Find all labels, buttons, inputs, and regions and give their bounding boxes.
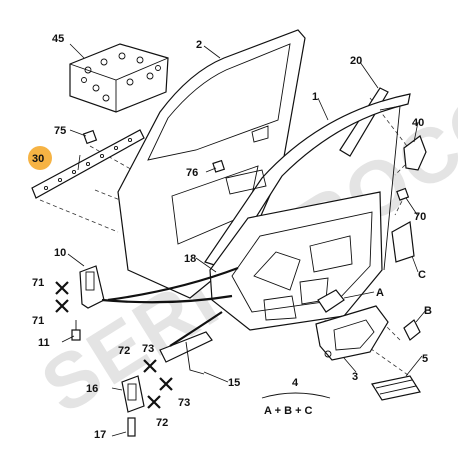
kit-bracket — [261, 392, 331, 399]
highlight-badge — [28, 146, 52, 170]
window-regulator — [315, 305, 389, 361]
callout-b: B — [424, 305, 432, 317]
lock-cover — [403, 135, 427, 171]
callout-73-upper: 73 — [142, 343, 154, 355]
screw-72-upper — [143, 359, 157, 373]
lower-hinge — [121, 375, 145, 413]
callout-40: 40 — [412, 117, 424, 129]
callout-4: 4 — [292, 377, 299, 389]
leader-lines — [61, 43, 427, 437]
callout-17: 17 — [94, 429, 106, 441]
part-b-clip — [403, 319, 421, 341]
callout-labels: 45 2 20 1 75 30 40 76 70 10 18 71 71 C A… — [32, 33, 432, 441]
formula-label: A + B + C — [264, 405, 313, 417]
callout-15: 15 — [228, 377, 240, 389]
callout-10: 10 — [54, 247, 66, 259]
clip-kit-box — [69, 43, 169, 113]
screw-73-upper — [159, 377, 173, 391]
callout-45: 45 — [52, 33, 64, 45]
callout-71-lower: 71 — [32, 315, 44, 327]
callout-a: A — [376, 287, 384, 299]
callout-73-lower: 73 — [178, 397, 190, 409]
callout-3: 3 — [352, 371, 358, 383]
sealing-strip — [31, 129, 145, 199]
callout-16: 16 — [86, 383, 98, 395]
part-c-cover — [391, 221, 415, 263]
callout-20: 20 — [350, 55, 362, 67]
callout-30: 30 — [32, 153, 44, 165]
callout-18: 18 — [184, 253, 196, 265]
upper-hinge — [79, 265, 233, 309]
callout-70: 70 — [414, 211, 426, 223]
door-check-strap — [159, 311, 223, 375]
screw-71-upper — [55, 281, 69, 295]
screw-71-lower — [55, 299, 69, 313]
callout-76: 76 — [186, 167, 198, 179]
screw-73-lower — [147, 395, 161, 409]
part-a-shield — [317, 289, 345, 313]
bolt-11 — [71, 320, 81, 341]
pad-5 — [371, 375, 421, 401]
callout-72-lower: 72 — [156, 417, 168, 429]
callout-11: 11 — [38, 337, 50, 349]
callout-2: 2 — [196, 39, 202, 51]
clip-76 — [212, 159, 267, 195]
clip-75 — [82, 129, 98, 145]
hinge-pin-17 — [127, 417, 136, 437]
clip-70 — [396, 187, 410, 201]
callout-75: 75 — [54, 125, 66, 137]
callout-c: C — [418, 269, 426, 281]
callout-5: 5 — [422, 353, 428, 365]
callout-72-upper: 72 — [118, 345, 130, 357]
callout-71-upper: 71 — [32, 277, 44, 289]
callout-1: 1 — [312, 91, 318, 103]
